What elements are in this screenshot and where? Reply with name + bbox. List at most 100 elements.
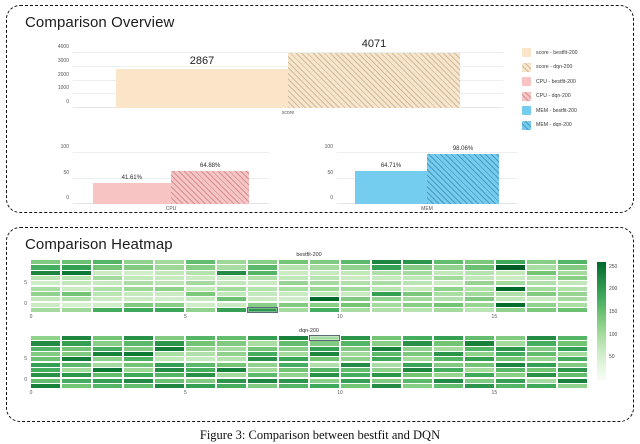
heatmap-grid[interactable] [31, 334, 588, 389]
heatmap-cell[interactable] [92, 351, 123, 357]
heatmap-cell[interactable] [340, 383, 371, 389]
heatmap-cell[interactable] [464, 291, 495, 297]
heatmap-column[interactable] [557, 260, 588, 313]
heatmap-cell[interactable] [433, 291, 464, 297]
heatmap-cell[interactable] [371, 341, 402, 346]
heatmap-cell[interactable] [495, 307, 526, 313]
legend-item[interactable]: score - dqn-200 [522, 62, 578, 72]
heatmap-cell[interactable] [340, 275, 371, 281]
heatmap-column[interactable] [526, 260, 557, 313]
heatmap-cell[interactable] [216, 270, 247, 275]
heatmap-cell[interactable] [185, 336, 216, 341]
heatmap-cell[interactable] [123, 297, 154, 302]
heatmap-cell[interactable] [340, 336, 371, 341]
heatmap-cell[interactable] [247, 362, 278, 367]
heatmap-cell[interactable] [247, 281, 278, 286]
heatmap-cell[interactable] [464, 260, 495, 265]
heatmap-cell[interactable] [154, 346, 185, 351]
heatmap-cell[interactable] [433, 260, 464, 265]
heatmap-cell[interactable] [402, 281, 433, 286]
heatmap-cell[interactable] [247, 297, 278, 302]
heatmap-column[interactable] [246, 260, 279, 314]
bar-solid[interactable] [355, 171, 427, 204]
heatmap-cell[interactable] [247, 373, 278, 378]
heatmap-cell[interactable] [557, 346, 588, 351]
bar-hatch[interactable] [288, 52, 460, 108]
heatmap-cell[interactable] [216, 302, 247, 307]
heatmap-cell[interactable] [371, 336, 402, 341]
heatmap-cell[interactable] [61, 357, 92, 362]
heatmap-cell[interactable] [557, 270, 588, 275]
heatmap-cell[interactable] [371, 378, 402, 383]
heatmap-cell[interactable] [526, 265, 557, 270]
heatmap-cell[interactable] [31, 270, 61, 275]
heatmap-cell[interactable] [464, 351, 495, 357]
heatmap-cell[interactable] [154, 378, 185, 383]
heatmap-cell[interactable] [464, 302, 495, 307]
heatmap-cell[interactable] [123, 291, 154, 297]
heatmap-cell[interactable] [92, 260, 123, 265]
heatmap-cell[interactable] [309, 378, 340, 383]
heatmap-cell[interactable] [31, 341, 61, 346]
heatmap-cell[interactable] [185, 373, 216, 378]
heatmap-cell[interactable] [495, 351, 526, 357]
heatmap-cell[interactable] [340, 362, 371, 367]
heatmap-cell[interactable] [123, 341, 154, 346]
heatmap-cell[interactable] [495, 291, 526, 297]
heatmap-cell[interactable] [92, 367, 123, 373]
heatmap-cell[interactable] [402, 275, 433, 281]
heatmap-cell[interactable] [526, 281, 557, 286]
heatmap-cell[interactable] [185, 286, 216, 291]
heatmap-cell[interactable] [247, 291, 278, 297]
heatmap-cell[interactable] [61, 275, 92, 281]
heatmap-cell[interactable] [526, 367, 557, 373]
heatmap-cell[interactable] [557, 291, 588, 297]
heatmap-column[interactable] [31, 260, 61, 313]
heatmap-cell[interactable] [92, 291, 123, 297]
heatmap-cell[interactable] [309, 291, 340, 297]
heatmap-cell[interactable] [185, 383, 216, 389]
heatmap-cell[interactable] [154, 275, 185, 281]
heatmap-cell[interactable] [154, 357, 185, 362]
heatmap-cell[interactable] [433, 373, 464, 378]
heatmap-cell[interactable] [278, 302, 309, 307]
heatmap-cell[interactable] [433, 357, 464, 362]
heatmap-cell[interactable] [31, 291, 61, 297]
heatmap-cell[interactable] [278, 362, 309, 367]
heatmap-cell[interactable] [216, 336, 247, 341]
heatmap-cell[interactable] [216, 260, 247, 265]
heatmap-cell[interactable] [557, 362, 588, 367]
heatmap-cell[interactable] [526, 378, 557, 383]
heatmap-cell[interactable] [216, 265, 247, 270]
heatmap-cell[interactable] [464, 341, 495, 346]
heatmap-cell[interactable] [31, 302, 61, 307]
heatmap-cell[interactable] [31, 275, 61, 281]
heatmap-cell[interactable] [216, 373, 247, 378]
heatmap-cell[interactable] [31, 367, 61, 373]
heatmap-cell[interactable] [371, 367, 402, 373]
heatmap-cell[interactable] [278, 336, 309, 341]
heatmap-cell[interactable] [247, 265, 278, 270]
heatmap-column[interactable] [123, 260, 154, 313]
heatmap-cell[interactable] [246, 306, 279, 314]
heatmap-cell[interactable] [247, 378, 278, 383]
heatmap-cell[interactable] [61, 383, 92, 389]
heatmap-column[interactable] [495, 260, 526, 313]
heatmap-cell[interactable] [495, 378, 526, 383]
heatmap-cell[interactable] [402, 307, 433, 313]
heatmap-cell[interactable] [309, 286, 340, 291]
heatmap-cell[interactable] [340, 351, 371, 357]
heatmap-cell[interactable] [309, 297, 340, 302]
heatmap-cell[interactable] [92, 357, 123, 362]
heatmap-cell[interactable] [340, 373, 371, 378]
heatmap-cell[interactable] [278, 275, 309, 281]
heatmap-column[interactable] [309, 260, 340, 313]
heatmap-cell[interactable] [216, 341, 247, 346]
heatmap-column[interactable] [278, 260, 309, 313]
heatmap-column[interactable] [31, 336, 61, 389]
heatmap-cell[interactable] [495, 265, 526, 270]
legend-item[interactable]: CPU - dqn-200 [522, 91, 578, 101]
heatmap-cell[interactable] [402, 341, 433, 346]
heatmap-cell[interactable] [216, 297, 247, 302]
heatmap-cell[interactable] [557, 281, 588, 286]
